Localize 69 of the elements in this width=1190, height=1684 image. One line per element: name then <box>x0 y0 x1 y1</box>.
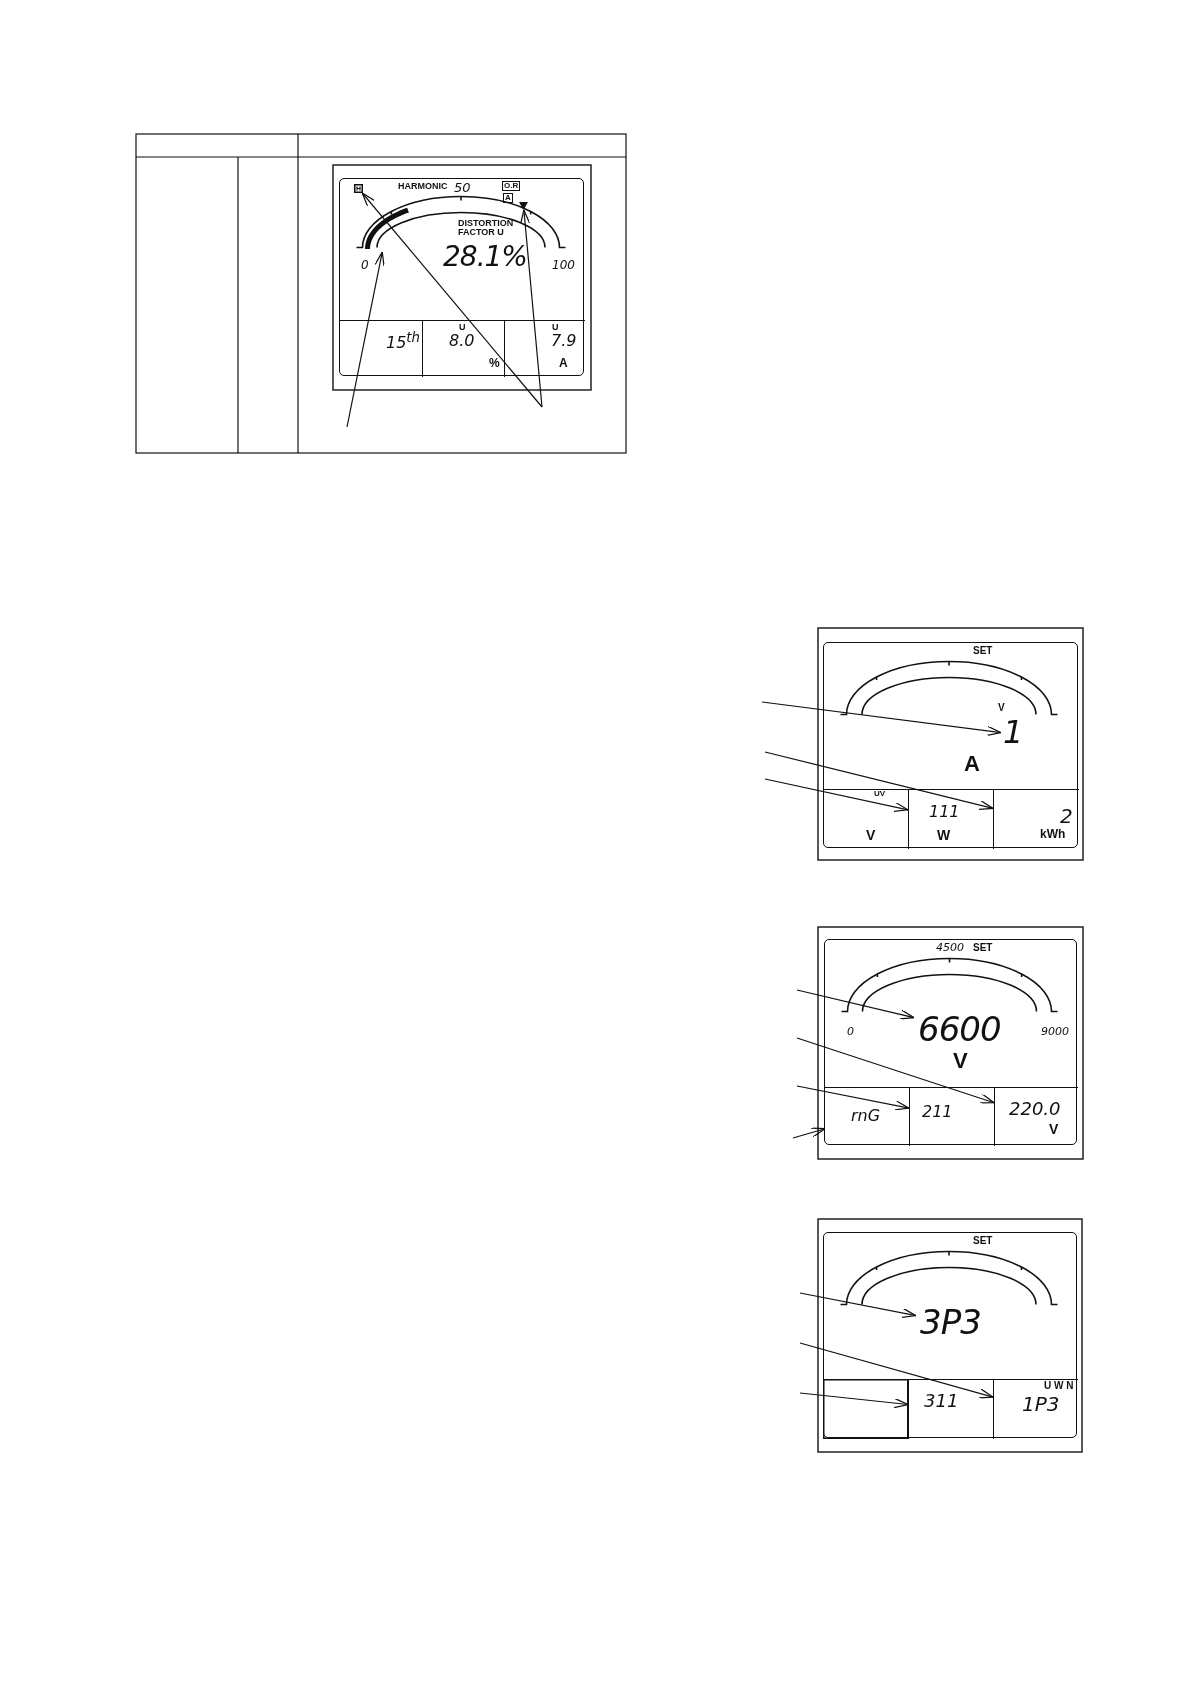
lcd-label: SET <box>973 943 993 953</box>
leader-arrow <box>799 1392 909 1409</box>
lcd-readout: 6600 <box>918 1012 1001 1046</box>
lcd-readout: 50 <box>454 181 471 194</box>
lcd-readout: 1P3 <box>1022 1394 1060 1414</box>
lcd-readout: 9000 <box>1041 1026 1069 1037</box>
lcd-readout: 220.0 <box>1009 1100 1061 1118</box>
lcd-label: A <box>964 753 980 775</box>
leader-arrow <box>792 1127 826 1139</box>
lcd-cell <box>908 1379 993 1439</box>
lcd-cell <box>908 789 993 849</box>
leader-arrow <box>799 1342 994 1399</box>
lcd-label: HARMONIC <box>398 182 448 191</box>
lcd-readout: 211 <box>922 1104 953 1120</box>
lcd-cell <box>504 320 585 377</box>
leader-arrow <box>764 778 909 812</box>
leader-arrow <box>761 701 1002 736</box>
lcd-cell <box>993 1379 1078 1439</box>
lcd-screen <box>823 642 1078 848</box>
leader-arrow <box>361 192 543 408</box>
lcd-label: SET <box>973 646 993 656</box>
lcd-screen <box>823 1232 1077 1438</box>
leader-arrow <box>520 209 543 408</box>
lcd-readout: 15$^{th}$ <box>386 331 421 352</box>
lcd-readout: 3P3 <box>920 1305 981 1339</box>
lcd-readout: rnG <box>851 1108 881 1124</box>
bar-graph <box>362 205 412 252</box>
lcd-readout: 28.1% <box>443 243 527 271</box>
lcd-cell <box>994 1087 1078 1146</box>
lcd-readout: 0 <box>361 259 369 271</box>
lcd-label: SET <box>973 1236 993 1246</box>
lcd-label: UV <box>874 790 886 798</box>
lcd-label: U <box>459 323 466 332</box>
lcd-label: W <box>937 828 951 842</box>
lcd-readout: 1 <box>1003 716 1023 748</box>
lcd-readout: 8.0 <box>449 333 475 349</box>
lcd-cell <box>993 789 1079 849</box>
leader-arrow <box>796 1085 910 1111</box>
lcd-cell <box>824 1379 908 1439</box>
lcd-label: U W N <box>1044 1381 1074 1391</box>
lcd-cell <box>422 320 504 377</box>
lcd-readout: 4500 <box>936 942 964 953</box>
lcd-label: kWh <box>1040 828 1066 840</box>
lcd-readout: 311 <box>924 1392 959 1410</box>
leader-arrow <box>796 1037 995 1104</box>
lcd-label: V <box>998 703 1005 713</box>
lcd-label: V <box>953 1050 968 1072</box>
leader-arrow <box>346 251 385 428</box>
lcd-label: % <box>489 357 500 369</box>
lcd-screen <box>339 178 584 376</box>
lcd-readout: 100 <box>552 259 575 271</box>
lcd-readout: 2 <box>1060 806 1073 826</box>
lcd-readout: 111 <box>929 804 960 820</box>
lcd-label: V <box>1049 1122 1059 1136</box>
leader-arrow <box>799 1292 917 1319</box>
lcd-screen <box>824 939 1077 1145</box>
lcd-label: DISTORTION FACTOR U <box>458 219 515 237</box>
lcd-label: U <box>552 323 559 332</box>
indicator-label: O.R <box>502 181 521 191</box>
leader-arrow <box>764 751 994 811</box>
leader-arrow <box>796 989 915 1020</box>
pointer-marker <box>519 202 528 210</box>
lcd-label: V <box>866 828 876 842</box>
lcd-cell <box>909 1087 994 1146</box>
lcd-label: A <box>559 357 568 369</box>
indicator-icon <box>354 184 363 193</box>
lcd-readout: 7.9 <box>551 333 577 349</box>
indicator-label: A <box>503 193 513 203</box>
lcd-readout: 0 <box>847 1026 854 1037</box>
